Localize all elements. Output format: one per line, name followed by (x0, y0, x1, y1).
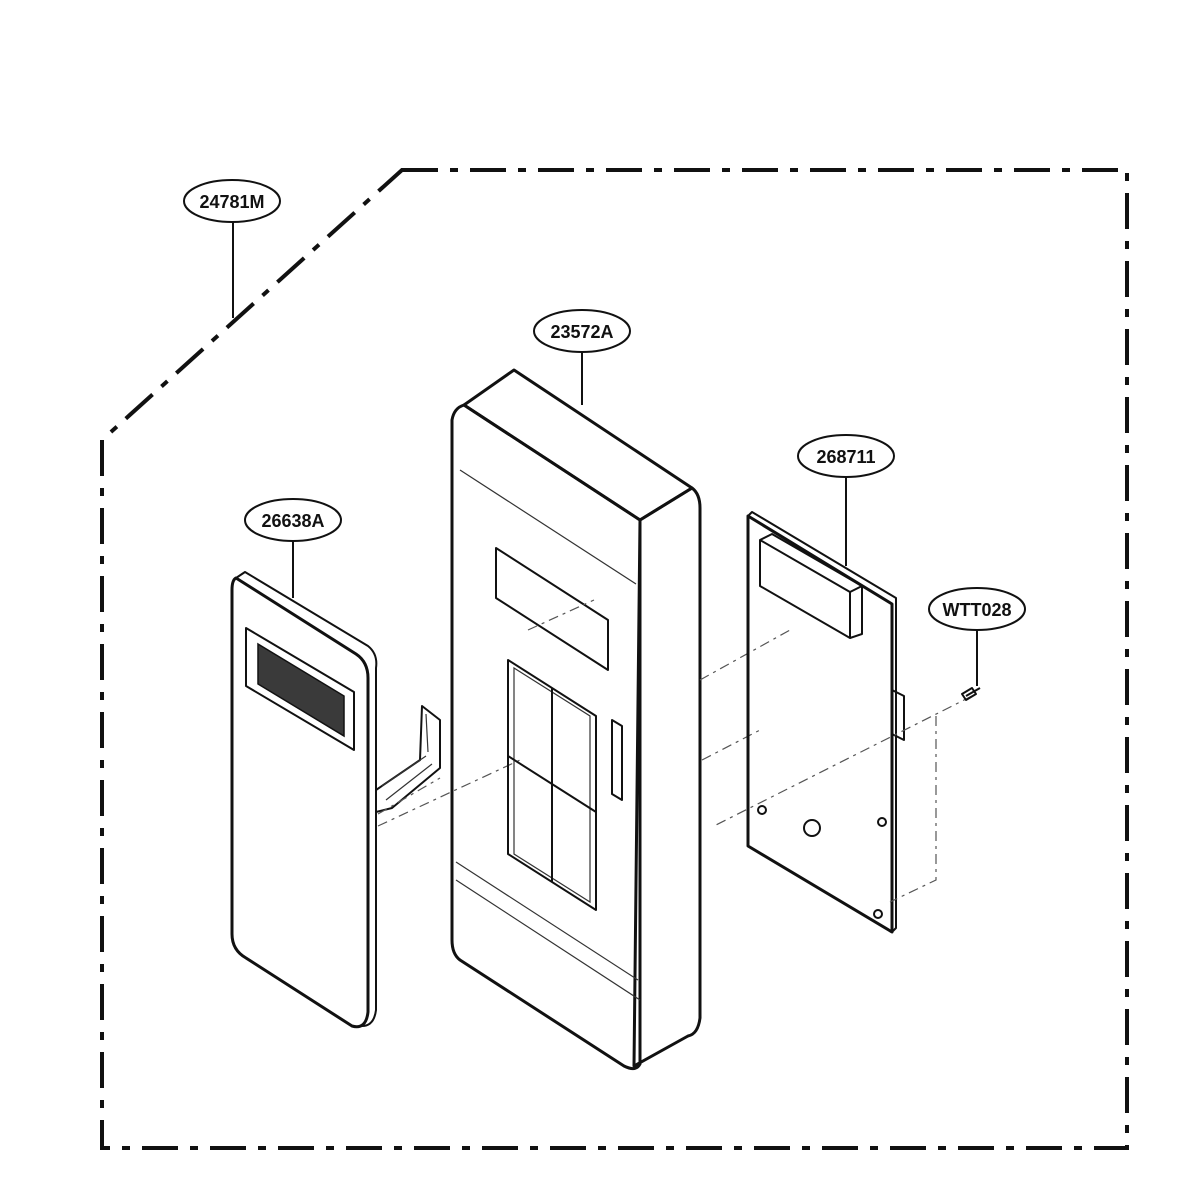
membrane-keypad (230, 571, 521, 1029)
keypad-display-window (257, 642, 345, 738)
control-frame (450, 368, 791, 1071)
pcb-display-module (759, 539, 851, 639)
callout-label-membrane: 26638A (261, 511, 324, 531)
callout-24781m: 24781M (183, 179, 281, 318)
frame-side-slot (611, 719, 623, 801)
callout-268711: 268711 (797, 434, 895, 566)
screw-head (961, 687, 977, 701)
callout-label-assembly: 24781M (199, 192, 264, 212)
frame-display-window (495, 547, 609, 671)
assembly-boundary (100, 168, 1129, 1150)
callout-23572a: 23572A (533, 309, 631, 405)
keypad-display-frame (245, 627, 355, 751)
pcb-hole (873, 909, 883, 919)
frame-key-grid (507, 659, 597, 911)
screw (961, 687, 981, 701)
callout-label-frame: 23572A (550, 322, 613, 342)
callout-wtt028: WTT028 (928, 587, 1026, 686)
pcb-connector (891, 689, 905, 741)
callout-26638a: 26638A (244, 498, 342, 598)
callout-label-screw: WTT028 (942, 600, 1011, 620)
pcb-hole (877, 817, 887, 827)
pcb-assembly (713, 511, 973, 934)
pcb-center-hole (803, 819, 821, 837)
callout-label-pcb: 268711 (816, 447, 875, 467)
pcb-hole (757, 805, 767, 815)
